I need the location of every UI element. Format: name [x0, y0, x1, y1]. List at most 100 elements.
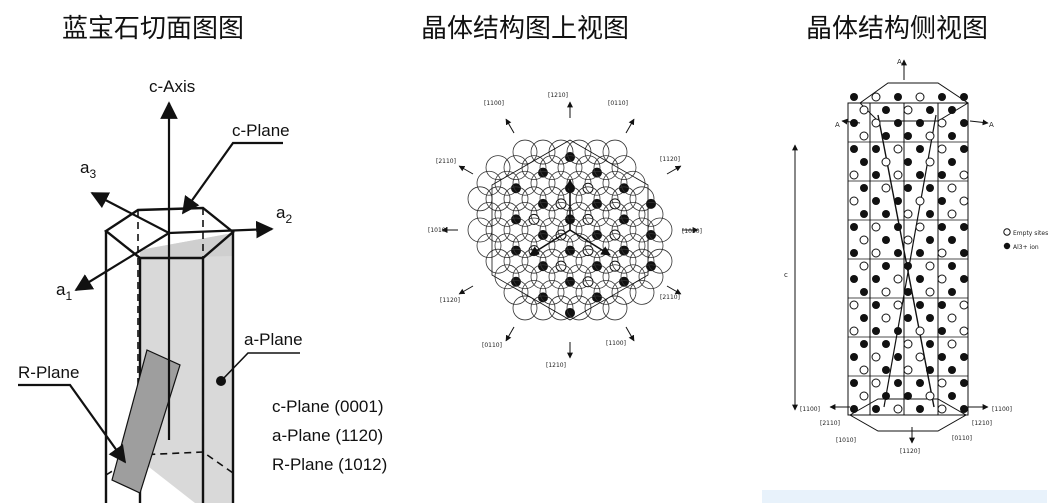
empty-site [871, 92, 881, 102]
direction-arrow [625, 326, 635, 342]
oxygen-circle [521, 186, 547, 212]
al-ion [960, 119, 968, 127]
oxygen-circle [593, 186, 619, 212]
oxygen-circle [602, 295, 628, 321]
empty-site [871, 352, 881, 362]
direction-arrow [458, 165, 474, 175]
oxygen-circle [485, 217, 511, 243]
oxygen-circle [602, 233, 628, 258]
al-ion [882, 262, 890, 270]
oxygen-circle [629, 186, 655, 212]
r-plane-leader [18, 383, 127, 464]
empty-site [859, 365, 869, 375]
empty-site [871, 222, 881, 232]
legend-al-ion: Al3+ ion [1013, 244, 1039, 251]
oxygen-circle [530, 233, 556, 258]
al-ion [860, 158, 868, 166]
a1-label: a1 [56, 280, 72, 303]
a1-arrow [74, 232, 170, 291]
empty-site [859, 261, 869, 271]
al-ion [926, 236, 934, 244]
al-ion [872, 405, 880, 413]
al-ion [872, 145, 880, 153]
al-ion [882, 366, 890, 374]
empty-site [881, 183, 891, 193]
oxygen-circle [584, 264, 610, 290]
legend-empty-sites: Empty sites [1013, 230, 1048, 237]
al-ion [860, 340, 868, 348]
al-ion [926, 366, 934, 374]
oxygen-circle [512, 295, 538, 321]
al-ion [850, 145, 858, 153]
empty-site [915, 196, 925, 206]
empty-site [903, 105, 913, 115]
oxygen-circle [584, 233, 610, 258]
oxygen-circle [629, 279, 655, 305]
al-ion [860, 210, 868, 218]
oxygen-circle [593, 279, 619, 305]
oxygen-circle [503, 279, 529, 305]
dir-label-2110-br: [2110] [660, 294, 680, 301]
al-ion [938, 171, 946, 179]
empty-site [871, 378, 881, 388]
oxygen-circle [485, 155, 511, 181]
oxygen-circle [575, 155, 601, 181]
oxygen-circle [557, 279, 583, 305]
c-axis-label: c-Axis [149, 77, 195, 96]
dir-label-0110-bl: [0110] [482, 342, 502, 349]
oxygen-circle [530, 170, 556, 196]
al-ion [882, 132, 890, 140]
oxygen-circle [584, 295, 610, 321]
al-ion [850, 275, 858, 283]
empty-site [925, 287, 935, 297]
al-ion [916, 171, 924, 179]
al-ion [926, 106, 934, 114]
al-ion [894, 223, 902, 231]
oxygen-circle [512, 139, 538, 165]
bottom-dir-1010: [1010] [836, 437, 856, 444]
al-ion [882, 236, 890, 244]
empty-site [859, 235, 869, 245]
al-ion [850, 93, 858, 101]
legend-c-plane: c-Plane (0001) [272, 397, 384, 416]
title-top-view: 晶体结构图上视图 [421, 14, 630, 44]
empty-site [859, 391, 869, 401]
a3-arrow [90, 192, 170, 234]
al-ion [894, 379, 902, 387]
unit-cell-hexagon [491, 139, 649, 321]
al-ion [916, 145, 924, 153]
empty-site [925, 261, 935, 271]
empty-site [849, 326, 859, 336]
al-ion [904, 184, 912, 192]
al-ion [948, 132, 956, 140]
al-ion [938, 93, 946, 101]
empty-site [959, 300, 969, 310]
oxygen-circle [638, 233, 664, 258]
empty-site [893, 404, 903, 414]
oxygen-circle [611, 217, 637, 243]
legend-r-plane: R-Plane (1012) [272, 455, 387, 474]
al-ion [894, 327, 902, 335]
al-ion [860, 314, 868, 322]
oxygen-circle [467, 217, 493, 243]
direction-arrow [666, 285, 682, 295]
dir-label-1100-t: [1100] [484, 100, 504, 107]
oxygen-circle [629, 217, 655, 243]
al-ion [948, 288, 956, 296]
al-ion [926, 184, 934, 192]
al-ion [882, 392, 890, 400]
sapphire-plane-diagram: c-Axis c-Plane a3 a2 a1 a-Plane R-Plane … [18, 77, 387, 503]
empty-site [915, 92, 925, 102]
dir-label-1010-l: [1010] [428, 227, 448, 234]
dir-label-1010-r: [1010] [682, 228, 702, 235]
al-ion [904, 132, 912, 140]
oxygen-circle [602, 139, 628, 165]
direction-arrow [505, 118, 515, 134]
oxygen-circle [503, 248, 529, 274]
direction-arrow [458, 285, 474, 295]
a2-label: a2 [276, 203, 292, 226]
oxygen-circle [476, 170, 502, 196]
caption-strip [762, 490, 1047, 503]
al-ion [850, 405, 858, 413]
al-ion [882, 340, 890, 348]
